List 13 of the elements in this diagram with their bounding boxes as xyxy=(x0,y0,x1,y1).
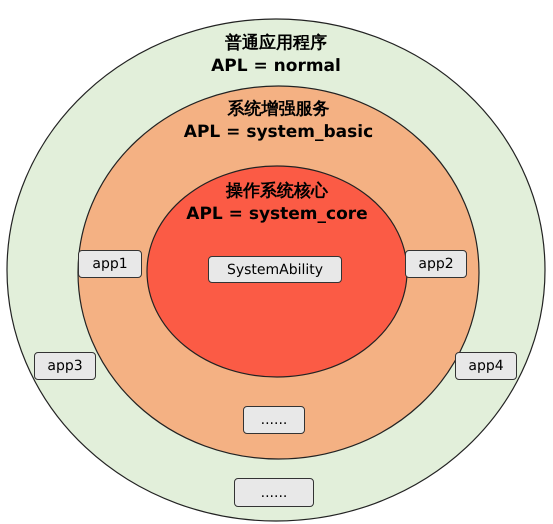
apl-label: APL = normal xyxy=(211,55,341,78)
ellipsis-box: ...... xyxy=(243,406,305,434)
app-box: app2 xyxy=(405,250,467,278)
apl-label: APL = system_core xyxy=(186,203,368,226)
region-title: 普通应用程序 xyxy=(225,32,327,55)
region-title: 系统增强服务 xyxy=(228,98,330,121)
app-box: app3 xyxy=(34,352,96,380)
service-box: SystemAbility xyxy=(208,256,342,283)
apl-label: APL = system_basic xyxy=(184,121,374,144)
ellipsis-box: ...... xyxy=(234,478,314,507)
app-box: app1 xyxy=(78,250,142,278)
app-box: app4 xyxy=(455,352,517,380)
region-title: 操作系统核心 xyxy=(226,180,328,203)
